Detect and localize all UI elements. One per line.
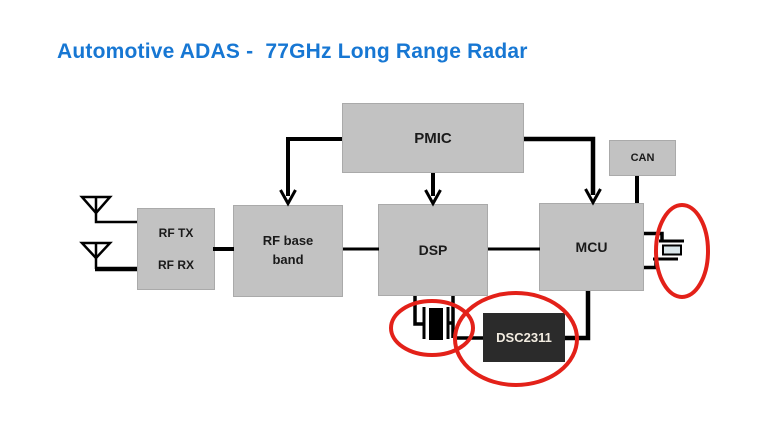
block-dsp: DSP: [378, 204, 488, 296]
block-dsp-label: DSP: [418, 242, 448, 258]
highlight-ellipse-dsp-crystal: [389, 299, 475, 357]
antenna-icon: [79, 241, 137, 272]
crystal-oscillator-icon: [413, 296, 455, 340]
block-can: CAN: [609, 140, 676, 176]
block-pmic-label: PMIC: [414, 129, 452, 147]
block-rf-tx-label: RF TX: [158, 226, 194, 240]
block-mcu-label: MCU: [575, 239, 608, 255]
block-pmic: PMIC: [342, 103, 524, 173]
page-title: Automotive ADAS - 77GHz Long Range Radar: [57, 40, 528, 63]
connector-pmic-to-dsp: [424, 173, 442, 207]
chip-dsc2311: DSC2311: [483, 313, 565, 362]
block-rf-tx-rx: RF TX RF RX: [137, 208, 215, 290]
crystal-oscillator-icon: [644, 231, 684, 270]
block-can-label: CAN: [630, 152, 655, 164]
block-mcu: MCU: [539, 203, 644, 291]
chip-dsc2311-label: DSC2311: [496, 330, 552, 345]
block-rf-rx-label: RF RX: [158, 258, 194, 272]
connector-pmic-to-rfbaseband: [279, 137, 342, 207]
block-rf-baseband: RF base band: [233, 205, 343, 297]
antenna-icon: [79, 195, 137, 224]
connector-pmic-to-mcu: [524, 136, 602, 206]
block-rf-baseband-label: RF base band: [262, 233, 314, 267]
highlight-ellipse-mcu-crystal: [654, 203, 710, 299]
